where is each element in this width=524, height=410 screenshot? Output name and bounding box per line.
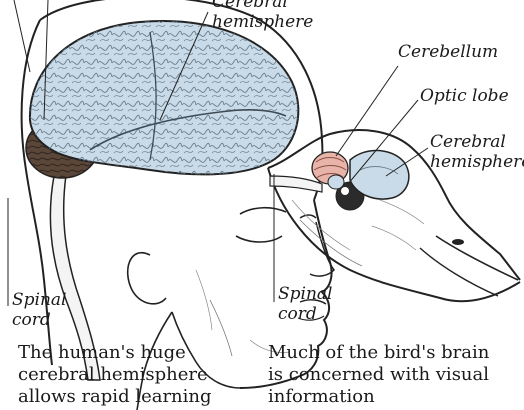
bird-caption: Much of the bird's brain is concerned wi…: [268, 342, 489, 408]
bird-cerebral-hemisphere: [350, 150, 409, 199]
bird-spinal-cord-label: Spinal cord: [278, 284, 333, 324]
human-caption: The human's huge cerebral hemisphere all…: [18, 342, 212, 408]
human-cerebral-hemisphere: [30, 21, 298, 174]
bird-cerebral-label: Cerebral hemisphere: [430, 132, 524, 172]
bird-cerebellum-label: Cerebellum: [398, 42, 498, 62]
bird-optic-lobe-label: Optic lobe: [420, 86, 509, 106]
human-cerebral-label: Cerebral hemisphere: [212, 0, 313, 32]
human-spinal-cord-label: Spinal cord: [12, 290, 67, 330]
bird-spinal-cord: [270, 176, 322, 192]
